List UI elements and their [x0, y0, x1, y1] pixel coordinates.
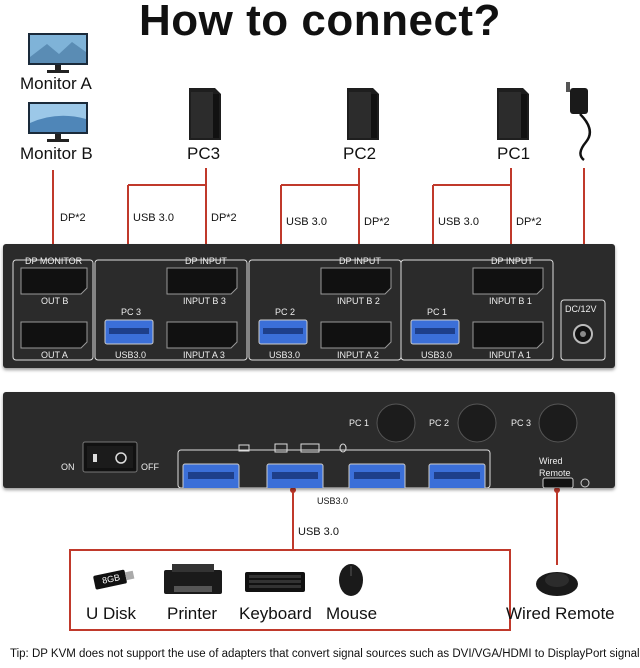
- group1-pc-label: PC 1: [427, 307, 448, 317]
- wired-remote-port-label-1: Wired: [539, 456, 563, 466]
- pc1-tower-icon: [493, 86, 531, 147]
- pc2-label: PC2: [343, 144, 377, 163]
- group2-pc-label: PC 2: [275, 307, 296, 317]
- group2-input-b-label: INPUT B 2: [337, 296, 380, 306]
- pc3-tower-icon: [185, 86, 223, 147]
- group1-dp-input-label: DP INPUT: [491, 256, 533, 266]
- front-pc3-label: PC 3: [511, 418, 532, 428]
- group2-dp-input-label: DP INPUT: [339, 256, 381, 266]
- out-b-label: OUT B: [41, 296, 69, 306]
- group3-pc-label: PC 3: [121, 307, 142, 317]
- peripheral-printer-label: Printer: [167, 604, 218, 623]
- group3-input-b-label: INPUT B 3: [183, 296, 226, 306]
- pc1-dp-label: DP*2: [516, 216, 542, 228]
- mouse-icon: [336, 562, 366, 603]
- front-usb-label: USB3.0: [317, 496, 349, 506]
- pc2-dp-label: DP*2: [364, 216, 390, 228]
- monitor-a-icon: [27, 32, 89, 79]
- pc2-usb-label: USB 3.0: [286, 216, 327, 228]
- switch-off-label: OFF: [141, 462, 159, 472]
- page-title: How to connect?: [139, 0, 501, 45]
- group1-input-b-label: INPUT B 1: [489, 296, 532, 306]
- peripheral-cable-label: USB 3.0: [298, 526, 339, 538]
- monitor-b-label: Monitor B: [20, 144, 93, 163]
- monitor-cable-label: DP*2: [60, 212, 86, 224]
- peripheral-udisk-label: U Disk: [86, 604, 137, 623]
- group2-input-a-label: INPUT A 2: [337, 350, 379, 360]
- group1-usb-label: USB3.0: [421, 350, 453, 360]
- peripheral-mouse-label: Mouse: [326, 604, 378, 623]
- group3-usb-label: USB3.0: [115, 350, 147, 360]
- dc-label: DC/12V: [565, 304, 597, 314]
- front-pc2-label: PC 2: [429, 418, 450, 428]
- switch-on-label: ON: [61, 462, 75, 472]
- wired-remote-icon: [534, 560, 580, 605]
- monitor-a-label: Monitor A: [20, 74, 92, 93]
- group2-usb-label: USB3.0: [269, 350, 301, 360]
- dp-monitor-label: DP MONITOR: [25, 256, 83, 266]
- front-pc1-label: PC 1: [349, 418, 370, 428]
- group3-dp-input-label: DP INPUT: [185, 256, 227, 266]
- power-adapter-icon: [562, 80, 606, 169]
- group1-input-a-label: INPUT A 1: [489, 350, 531, 360]
- wired-remote-port-label-2: Remote: [539, 468, 571, 478]
- out-a-label: OUT A: [41, 350, 68, 360]
- peripheral-keyboard-label: Keyboard: [239, 604, 312, 623]
- kvm-back-panel: DP MONITOR OUT B OUT A DP INPUT PC 3 INP…: [3, 244, 615, 368]
- pc3-label: PC3: [187, 144, 221, 163]
- pc2-tower-icon: [343, 86, 381, 147]
- pc3-usb-label: USB 3.0: [133, 212, 174, 224]
- pc1-usb-label: USB 3.0: [438, 216, 479, 228]
- monitor-b-icon: [27, 101, 89, 148]
- tip-note: Tip: DP KVM does not support the use of …: [10, 648, 640, 660]
- kvm-front-panel: ON OFF USB3.0 PC 1 PC 2 PC 3 Wired Remot…: [3, 392, 615, 506]
- wired-remote-label: Wired Remote: [506, 604, 615, 623]
- keyboard-icon: [244, 570, 306, 599]
- u-disk-icon: [90, 566, 136, 597]
- pc1-label: PC1: [497, 144, 531, 163]
- group3-input-a-label: INPUT A 3: [183, 350, 225, 360]
- pc3-dp-label: DP*2: [211, 212, 237, 224]
- printer-icon: [160, 560, 226, 605]
